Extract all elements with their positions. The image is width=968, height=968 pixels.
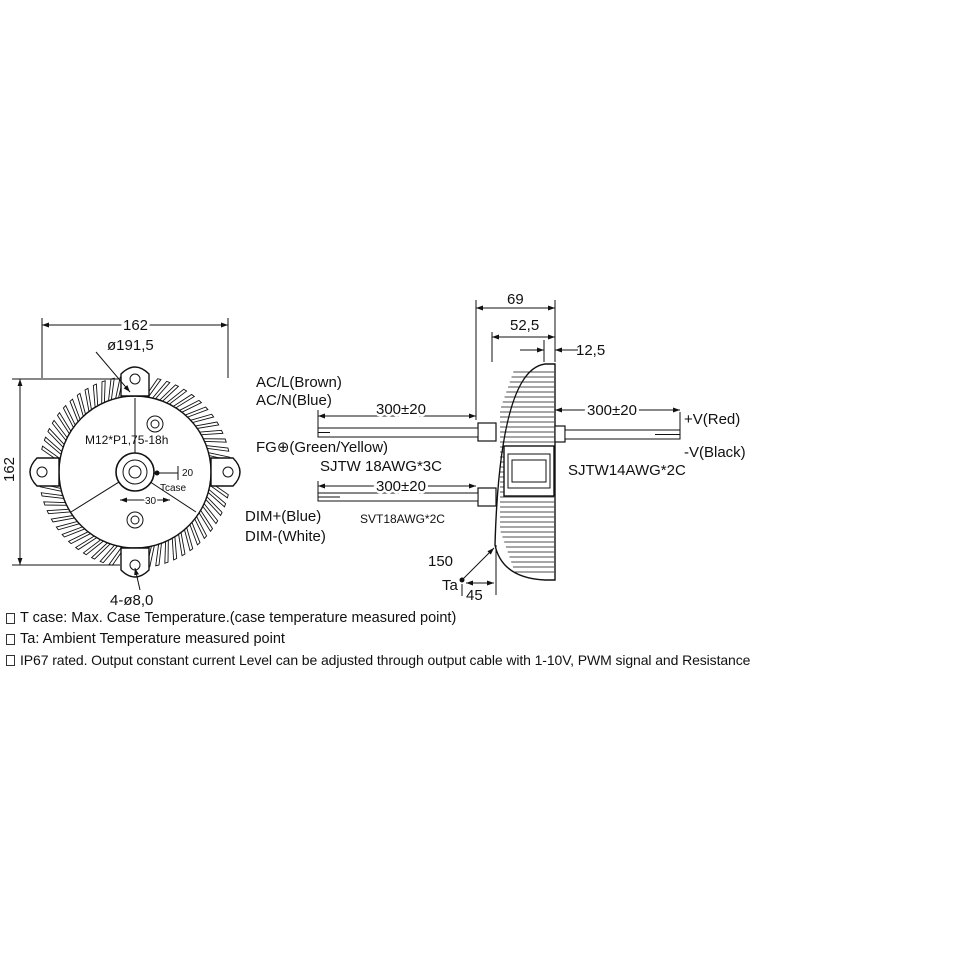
cable-gland-hub bbox=[115, 452, 155, 492]
heatsink-fin bbox=[40, 492, 66, 500]
dim-cable-length: 300±20 bbox=[376, 478, 426, 495]
heatsink-fin bbox=[155, 541, 163, 567]
tcase-offset-dim: 30 bbox=[145, 496, 157, 507]
mount-holes-dim: 4-ø8,0 bbox=[110, 592, 153, 609]
ac-cable-gland bbox=[477, 422, 497, 442]
dim-cable bbox=[317, 492, 479, 502]
dim-cable-type: SVT18AWG*2C bbox=[360, 512, 445, 526]
note-marker-icon bbox=[6, 655, 15, 666]
heatsink-fin bbox=[197, 429, 224, 436]
dim-cable-gland bbox=[477, 487, 497, 507]
output-cable-gland bbox=[554, 425, 566, 443]
ta-label: Ta bbox=[442, 577, 459, 594]
heatsink-fin bbox=[50, 514, 77, 523]
front-width-dim: 162 bbox=[123, 317, 148, 334]
heatsink-fin bbox=[193, 421, 220, 430]
side-housing bbox=[494, 363, 556, 581]
diameter-dim: ø191,5 bbox=[107, 337, 154, 354]
vneg-label: -V(Black) bbox=[684, 444, 746, 461]
heatsink-fin bbox=[164, 538, 169, 564]
note-ta: Ta: Ambient Temperature measured point bbox=[6, 629, 968, 650]
screw-boss bbox=[146, 415, 164, 433]
heatsink-fin bbox=[92, 383, 99, 410]
offset-dim: 12,5 bbox=[576, 342, 605, 359]
heatsink-fin bbox=[188, 413, 215, 424]
heatsink-fin bbox=[201, 438, 227, 443]
thread-label: M12*P1,75-18h bbox=[85, 433, 168, 447]
note-marker-icon bbox=[6, 613, 15, 624]
tcase-label: Tcase bbox=[160, 483, 187, 494]
output-cable bbox=[564, 429, 681, 440]
ac-cable-length: 300±20 bbox=[376, 401, 426, 418]
heatsink-fin bbox=[177, 530, 186, 557]
heatsink-fin bbox=[46, 508, 73, 515]
mounting-ear-left bbox=[29, 457, 60, 487]
body-dim: 52,5 bbox=[510, 317, 539, 334]
fg-label: FG⊕(Green/Yellow) bbox=[256, 439, 388, 456]
ac-cable-type: SJTW 18AWG*3C bbox=[320, 458, 442, 475]
heatsink-fin bbox=[204, 444, 230, 452]
side-view: 69 52,5 12,5 AC/L(Brown) AC/N(Blue) 300±… bbox=[245, 291, 746, 604]
ta-point bbox=[459, 577, 465, 583]
ta-dist: 150 bbox=[428, 553, 453, 570]
out-cable-length: 300±20 bbox=[587, 402, 637, 419]
dim-pos-label: DIM+(Blue) bbox=[245, 508, 321, 525]
heatsink-fin bbox=[55, 520, 82, 531]
front-height-dim: 162 bbox=[1, 457, 18, 482]
ac-n-label: AC/N(Blue) bbox=[256, 392, 332, 409]
out-cable-type: SJTW14AWG*2C bbox=[568, 462, 686, 479]
mounting-ear-right bbox=[210, 457, 241, 487]
mounting-ear-top bbox=[120, 366, 150, 397]
heatsink-fin bbox=[84, 387, 93, 414]
heatsink-fin bbox=[171, 534, 178, 561]
note-tcase: T case: Max. Case Temperature.(case temp… bbox=[6, 608, 968, 629]
note-ip67: IP67 rated. Output constant current Leve… bbox=[6, 650, 968, 671]
heatsink-fin bbox=[101, 380, 106, 406]
tcase-dim: 20 bbox=[182, 468, 194, 479]
heatsink-fin bbox=[76, 392, 87, 419]
heatsink-fin bbox=[43, 501, 69, 506]
note-marker-icon bbox=[6, 634, 15, 645]
heatsink-fin bbox=[107, 377, 115, 403]
mounting-ear-bottom bbox=[120, 547, 150, 578]
screw-boss bbox=[126, 511, 144, 529]
depth-dim: 69 bbox=[507, 291, 524, 308]
heatsink-fin bbox=[183, 525, 194, 552]
front-view: M12*P1,75-18h 20 Tcase 30 162 ø191,5 162… bbox=[0, 314, 241, 609]
notes-section: T case: Max. Case Temperature.(case temp… bbox=[6, 608, 968, 671]
ac-l-label: AC/L(Brown) bbox=[256, 374, 342, 391]
dim-neg-label: DIM-(White) bbox=[245, 528, 326, 545]
ta-offset: 45 bbox=[466, 587, 483, 604]
vpos-label: +V(Red) bbox=[684, 411, 740, 428]
ac-input-cable bbox=[317, 427, 479, 438]
